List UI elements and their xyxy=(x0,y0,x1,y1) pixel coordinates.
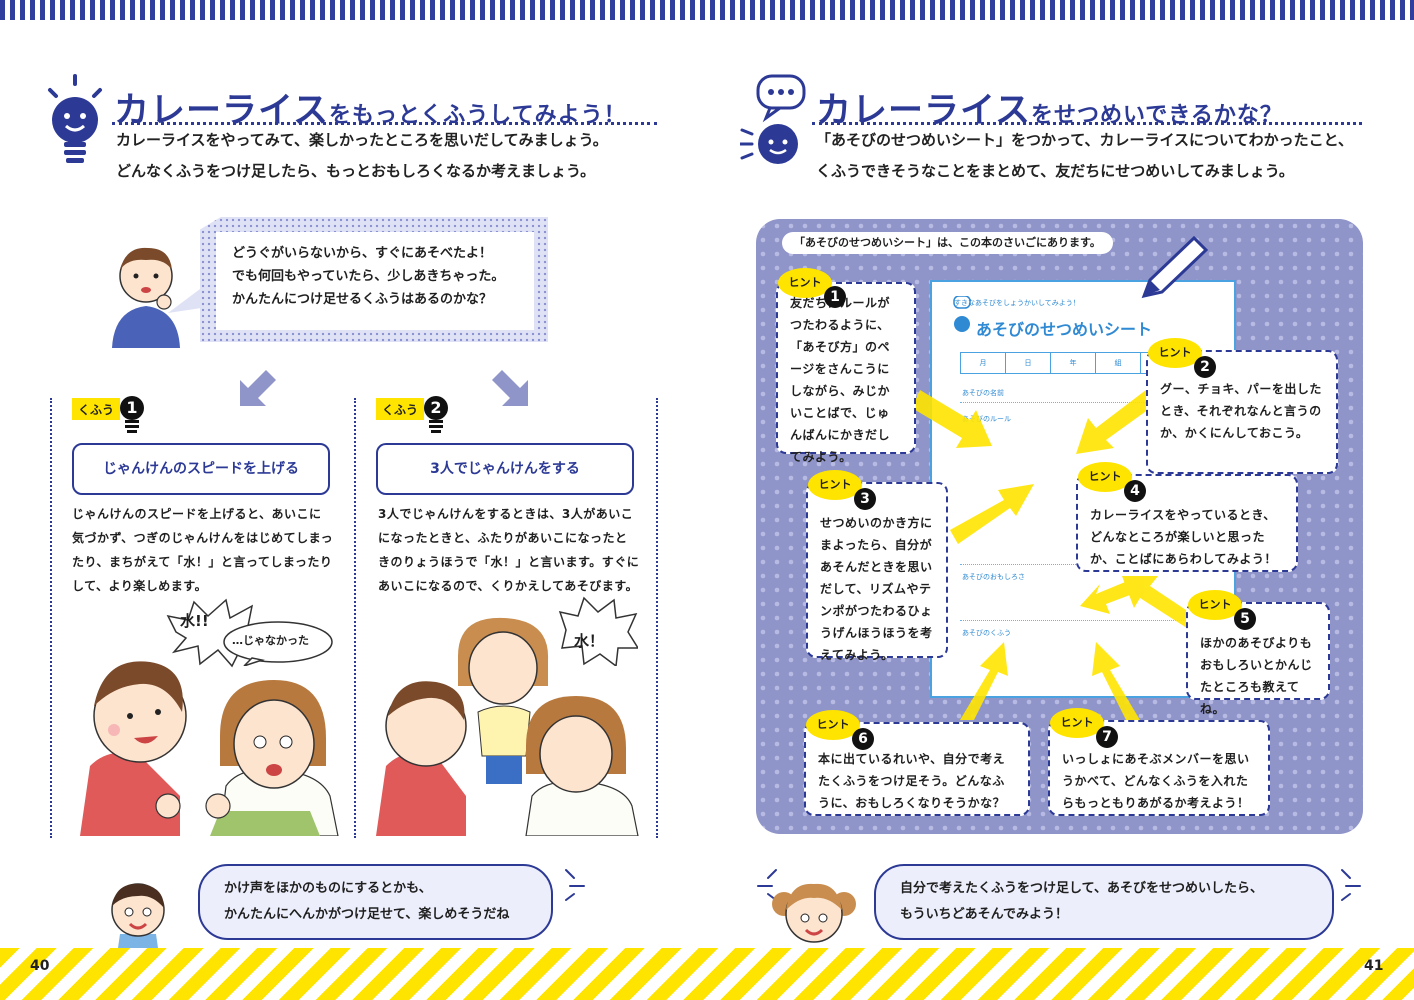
emphasis-lines-icon xyxy=(1341,869,1361,901)
kufu-1-body: じゃんけんのスピードを上げると、あいこに気づかず、つぎのじゃんけんをはじめてしま… xyxy=(72,507,334,593)
bottom-speech-line-1: 自分で考えたくふうをつけ足して、あそびをせつめいしたら、 xyxy=(900,881,1263,896)
kufu-1-number: 1 xyxy=(120,396,144,420)
kufu-2-label: くふう xyxy=(376,398,425,420)
sheet-header-day: 日 xyxy=(1006,353,1051,373)
hint-card-2: グー、チョキ、パーを出したとき、それぞれなんと言うのか、かくにんしておこう。 xyxy=(1146,350,1338,474)
hint-4-tag: ヒント xyxy=(1078,462,1132,492)
hint-7-tag: ヒント xyxy=(1050,708,1104,738)
lead-line-2: どんなくふうをつけ足したら、もっとおもしろくなるか考えましょう。 xyxy=(116,162,596,180)
lead-line-2: くふうできそうなことをまとめて、友だちにせつめいしてみましょう。 xyxy=(816,162,1294,180)
kufu-2-heading: 3人でじゃんけんをする xyxy=(376,443,634,495)
title-underline xyxy=(112,122,657,125)
title-underline xyxy=(812,122,1362,125)
hint-4-number: 4 xyxy=(1124,480,1146,502)
lead-line-1: 「あそびのせつめいシート」をつかって、カレーライスについてわかったこと、 xyxy=(816,131,1354,149)
sheet-header-month: 月 xyxy=(961,353,1006,373)
panel-caption: 「あそびのせつめいシート」は、この本のさいごにあります。 xyxy=(782,232,1113,254)
sheet-title: あそびのせつめいシート xyxy=(976,320,1153,339)
right-bottom-speech: 自分で考えたくふうをつけ足して、あそびをせつめいしたら、 もういちどあそんでみよ… xyxy=(874,864,1334,940)
hint-6-number: 6 xyxy=(852,728,874,750)
kufu-1-heading: じゃんけんのスピードを上げる xyxy=(72,443,330,495)
sheet-label-fun: あそびのおもしろさ xyxy=(962,573,1025,581)
column-divider-left xyxy=(50,398,52,838)
thought-bubble-text: どうぐがいらないから、すぐにあそべたよ！ でも何回もやっていたら、少しあきちゃっ… xyxy=(216,232,534,330)
sheet-line xyxy=(960,402,1230,403)
arrow-down-right-icon xyxy=(492,370,528,406)
three-children-janken-illustration xyxy=(376,617,639,836)
page-number-left: 40 xyxy=(30,958,50,974)
bubble-line-2: でも何回もやっていたら、少しあきちゃった。 xyxy=(232,269,505,284)
sheet-label-rules: あそびのルール xyxy=(962,415,1011,423)
sheet-header-year: 年 xyxy=(1051,353,1096,373)
hint-1-number: 1 xyxy=(824,286,846,308)
speech-face-icon xyxy=(740,72,810,172)
hint-7-number: 7 xyxy=(1096,726,1118,748)
speech-bubble-oval xyxy=(223,621,333,666)
right-lead: 「あそびのせつめいシート」をつかって、カレーライスについてわかったこと、 くふう… xyxy=(816,125,1376,187)
bottom-speech-line-2: かんたんにへんかがつけ足せて、楽しめそうだね xyxy=(224,907,510,922)
bubble-tail xyxy=(168,283,208,313)
kufu-2-body: 3人でじゃんけんをするときは、3人があいこになったときと、ふたりがあいこになった… xyxy=(378,507,640,593)
kufu-1-label: くふう xyxy=(72,398,121,420)
boy-bottom-illustration xyxy=(96,880,180,948)
hint-card-1: 友だちにルールがつたわるように、「あそび方」のページをさんこうにしながら、みじか… xyxy=(776,282,916,464)
emphasis-lines-icon xyxy=(565,869,585,901)
sheet-subtitle: すきなあそびをしょうかいしてみよう！ xyxy=(954,299,1080,307)
hint-6-tag: ヒント xyxy=(806,710,860,740)
hint-card-6: 本に出ているれいや、自分で考えたくふうをつけ足そう。どんなふうに、おもしろくなり… xyxy=(804,722,1030,816)
page-number-right: 41 xyxy=(1364,958,1384,974)
left-lead: カレーライスをやってみて、楽しかったところを思いだしてみましょう。 どんなくふう… xyxy=(116,125,656,187)
lightbulb-icon xyxy=(44,72,106,172)
column-divider-right xyxy=(656,398,658,838)
bubble-line-3: かんたんにつけ足せるくふうはあるのかな？ xyxy=(232,292,493,307)
hint-2-number: 2 xyxy=(1194,356,1216,378)
sheet-label-name: あそびの名前 xyxy=(962,389,1004,397)
bottom-speech-line-2: もういちどあそんでみよう！ xyxy=(900,907,1068,922)
sheet-line xyxy=(960,620,1230,621)
hint-arrows xyxy=(912,390,1198,720)
left-bottom-speech: かけ声をほかのものにするとかも、 かんたんにへんかがつけ足せて、楽しめそうだね xyxy=(198,864,553,940)
left-page-title: カレーライスをもっとくふうしてみよう！ xyxy=(114,82,627,133)
speech-correction: …じゃなかった xyxy=(232,634,309,647)
bulb-base-icon xyxy=(429,420,443,433)
boy-thinking-illustration xyxy=(106,240,186,348)
hint-5-tag: ヒント xyxy=(1188,590,1242,620)
hint-3-tag: ヒント xyxy=(808,470,862,500)
bottom-stripe xyxy=(0,948,1414,1000)
sheet-label-ideas: あそびのくふう xyxy=(962,629,1011,637)
hint-card-3: せつめいのかき方にまよったら、自分があそんだときを思いだして、リズムやテンポがつ… xyxy=(806,482,948,662)
pencil-icon xyxy=(1141,235,1209,299)
two-children-janken-illustration xyxy=(80,661,339,836)
hint-5-number: 5 xyxy=(1234,608,1256,630)
hint-1-tag: ヒント xyxy=(778,268,832,298)
hint-2-tag: ヒント xyxy=(1148,338,1202,368)
bottom-speech-line-1: かけ声をほかのものにするとかも、 xyxy=(224,881,432,896)
speech-water-1: 水!! xyxy=(180,612,209,630)
bulb-base-icon xyxy=(125,420,139,433)
kufu-2-number: 2 xyxy=(424,396,448,420)
shout-burst-2 xyxy=(558,596,638,666)
hint-card-5: ほかのあそびよりもおもしろいとかんじたところも教えてね。 xyxy=(1186,602,1330,716)
hint-3-number: 3 xyxy=(854,488,876,510)
speech-water-2: 水！ xyxy=(574,632,605,650)
sheet-header-class: 組 xyxy=(1096,353,1141,373)
bubble-line-1: どうぐがいらないから、すぐにあそべたよ！ xyxy=(232,246,493,261)
top-stripe xyxy=(0,0,1414,20)
sheet-face-icon xyxy=(953,296,971,332)
arrow-down-left-icon xyxy=(240,370,276,406)
lead-line-1: カレーライスをやってみて、楽しかったところを思いだしてみましょう。 xyxy=(116,131,608,149)
column-divider-middle xyxy=(354,398,356,838)
